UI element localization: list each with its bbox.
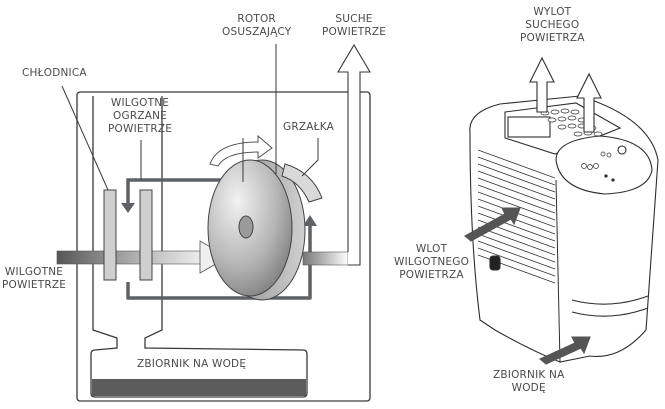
label-device-water-tank: ZBIORNIK NA WODĘ [493, 369, 565, 394]
label-water-tank: ZBIORNIK NA WODĘ [137, 358, 247, 370]
water-tank [90, 96, 308, 398]
label-cooler: CHŁODNICA [22, 67, 87, 79]
leader-heater [301, 138, 319, 177]
label-humid-air-inlet: WLOT WILGOTNEGO POWIETRZA [394, 243, 470, 281]
label-humid-air: WILGOTNE POWIETRZE [2, 266, 67, 291]
dehumidifier-schematic [56, 43, 371, 402]
label-dry-air: SUCHE POWIETRZE [322, 13, 387, 38]
rotation-arrow-icon [209, 135, 273, 167]
control-buttons [581, 151, 615, 182]
dehumidifier-device [464, 56, 659, 365]
tank-band-2 [571, 307, 649, 317]
humid-heated-air-return [126, 178, 243, 206]
dry-air-outlet-arrow-2 [576, 72, 602, 133]
rotor-hub [238, 215, 254, 239]
water-tank-pointer-arrow [538, 336, 591, 365]
leader-cooler [61, 85, 109, 191]
dry-air-outflow [302, 251, 349, 266]
control-panel [555, 135, 653, 195]
top-display [507, 116, 551, 138]
reactivation-arrowhead [303, 215, 317, 226]
body-seam [555, 179, 561, 363]
dry-air-duct [337, 43, 371, 266]
heater [281, 163, 323, 203]
drain-knob [489, 255, 501, 271]
housing-frame [76, 91, 371, 402]
desiccant-rotor [207, 159, 306, 301]
label-dry-air-outlet: WYLOT SUCHEGO POWIETRZA [520, 6, 585, 44]
dry-air-outlet-arrow-1 [529, 56, 555, 113]
label-heater: GRZAŁKA [283, 121, 334, 133]
power-button [617, 145, 627, 155]
water-level [92, 379, 306, 396]
intake-louvres [477, 149, 556, 284]
humid-air-inlet-arrow [464, 207, 521, 242]
label-rotor: ROTOR OSUSZAJĄCY [222, 13, 292, 38]
tank-band-1 [571, 295, 649, 305]
return-arrowhead [121, 203, 135, 213]
label-humid-heated-air: WILGOTNE OGRZANE POWIETRZE [108, 97, 173, 135]
